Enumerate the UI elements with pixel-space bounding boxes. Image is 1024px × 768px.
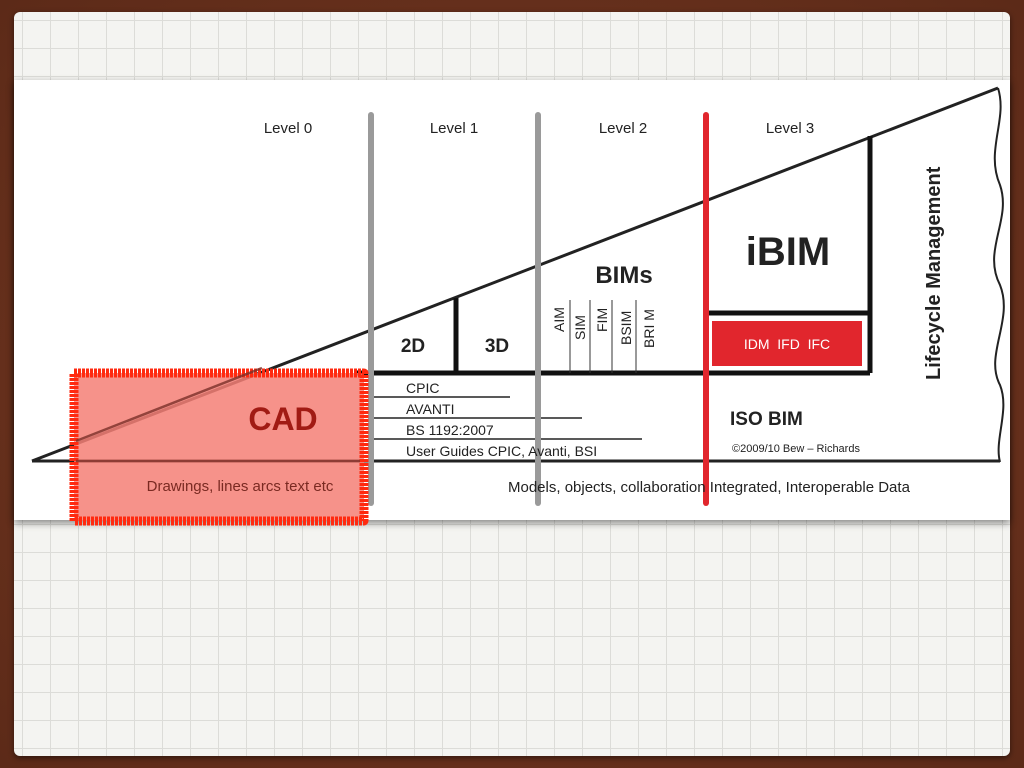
bottom-right-caption: Models, objects, collaboration Integrate…	[508, 479, 911, 496]
level-3-label: Level 3	[766, 120, 814, 137]
cad-hypotenuse-under-overlay	[75, 366, 263, 443]
bim-model-label: BRI M	[641, 309, 657, 348]
idm-ifd-ifc-box	[710, 319, 864, 368]
standard-item: CPIC	[406, 380, 439, 396]
2d-label: 2D	[401, 336, 425, 357]
bim-model-label: FIM	[594, 308, 610, 332]
level-1-label: Level 1	[430, 120, 478, 137]
cad-label: CAD	[248, 401, 317, 437]
bim-model-label: SIM	[572, 315, 588, 340]
level-0-label: Level 0	[264, 120, 312, 137]
wavy-right-edge	[993, 87, 1005, 463]
cad-highlight-fill	[74, 373, 364, 521]
bim-model-label: BSIM	[618, 311, 634, 345]
cad-caption: Drawings, lines arcs text etc	[147, 478, 334, 495]
iso-bim-label: ISO BIM	[730, 409, 803, 430]
standard-item: BS 1192:2007	[406, 422, 494, 438]
standard-item: AVANTI	[406, 401, 455, 417]
lifecycle-management-label: Lifecycle Management	[923, 166, 945, 380]
standard-item: User Guides CPIC, Avanti, BSI	[406, 443, 597, 459]
level-2-label: Level 2	[599, 120, 647, 137]
bim-model-label: AIM	[551, 307, 567, 332]
copyright-label: ©2009/10 Bew – Richards	[732, 443, 860, 455]
ibim-label: iBIM	[746, 230, 830, 274]
cad-highlight-border	[69, 368, 369, 526]
idm-ifd-ifc-label: IDM IFD IFC	[744, 336, 830, 352]
bims-label: BIMs	[595, 262, 652, 289]
3d-label: 3D	[485, 336, 509, 357]
